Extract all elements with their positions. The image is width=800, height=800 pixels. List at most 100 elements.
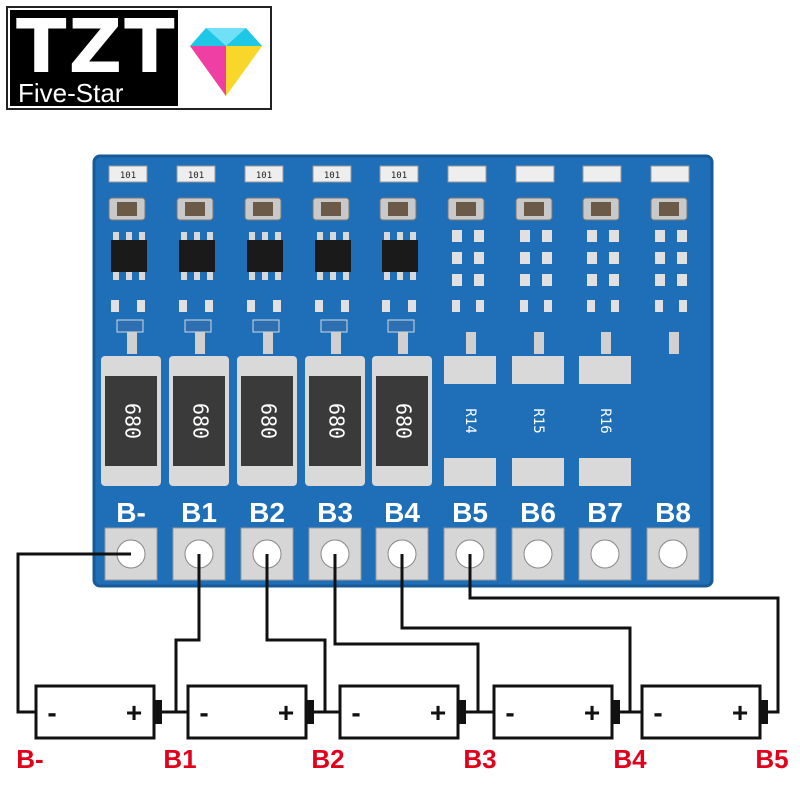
smd-resistor xyxy=(515,165,555,183)
pad-hole xyxy=(590,539,620,569)
small-pad xyxy=(341,300,349,312)
pad-label: B6 xyxy=(520,497,556,528)
ic-pin xyxy=(343,232,349,240)
pad-label: B3 xyxy=(317,497,353,528)
ic-pin xyxy=(330,272,336,280)
wire xyxy=(265,554,340,714)
small-pad xyxy=(273,300,281,312)
pad-label: B- xyxy=(116,497,146,528)
empty-resistor-label: R15 xyxy=(530,408,546,433)
diode xyxy=(320,319,348,333)
small-pad xyxy=(247,300,255,312)
smd-resistor-code: 101 xyxy=(391,171,407,181)
smd-resistor xyxy=(176,165,216,183)
small-pad xyxy=(677,230,687,242)
node-label: B4 xyxy=(613,744,647,774)
diamond-icon xyxy=(190,28,262,96)
small-pad xyxy=(587,274,597,286)
small-pad xyxy=(520,274,530,286)
capacitor-body xyxy=(185,202,205,216)
logo-title: TZT xyxy=(16,4,177,90)
logo-subtitle: Five-Star xyxy=(18,78,124,108)
pad-label: B1 xyxy=(181,497,217,528)
battery-terminal xyxy=(154,700,162,724)
capacitor-body xyxy=(591,202,611,216)
ic-pin xyxy=(330,232,336,240)
capacitor-body xyxy=(456,202,476,216)
diode xyxy=(184,319,212,333)
trace-pad xyxy=(127,332,137,354)
small-pad xyxy=(544,300,552,312)
smd-ic xyxy=(315,240,351,272)
small-pad xyxy=(452,274,462,286)
ic-pin xyxy=(410,272,416,280)
pad-label: B2 xyxy=(249,497,285,528)
empty-pad-top xyxy=(444,356,496,384)
diode xyxy=(252,319,280,333)
resistor-value: 680 xyxy=(121,403,145,439)
wire xyxy=(174,554,201,714)
ic-pin xyxy=(181,232,187,240)
plus-sign: + xyxy=(584,697,600,728)
small-pad xyxy=(408,300,416,312)
node-label: B5 xyxy=(755,744,788,774)
smd-ic xyxy=(382,240,418,272)
smd-resistor xyxy=(379,165,419,183)
ic-pin xyxy=(343,272,349,280)
small-pad xyxy=(520,252,530,264)
wire xyxy=(333,554,494,714)
plus-sign: + xyxy=(278,697,294,728)
battery-cell xyxy=(338,684,460,740)
ic-pin xyxy=(317,232,323,240)
ic-pin xyxy=(181,272,187,280)
capacitor-body xyxy=(659,202,679,216)
trace-pad xyxy=(263,332,273,354)
battery-cells: -+-+-+-+-+ xyxy=(34,684,768,740)
node-label: B3 xyxy=(463,744,496,774)
battery-terminal xyxy=(760,700,768,724)
small-pad xyxy=(587,252,597,264)
minus-sign: - xyxy=(653,697,662,728)
brand-logo: TZT Five-Star xyxy=(6,4,272,110)
battery-terminal xyxy=(458,700,466,724)
pad-hole xyxy=(523,539,553,569)
small-pad xyxy=(611,300,619,312)
node-label: B1 xyxy=(163,744,196,774)
wire xyxy=(468,554,780,714)
small-pad xyxy=(452,252,462,264)
ic-pin xyxy=(384,272,390,280)
ic-pin xyxy=(410,232,416,240)
small-pad xyxy=(452,230,462,242)
small-pad xyxy=(205,300,213,312)
battery-cell xyxy=(640,684,762,740)
trace-pad xyxy=(398,332,408,354)
pad-label: B8 xyxy=(655,497,691,528)
ic-pin xyxy=(207,232,213,240)
ic-pin xyxy=(249,232,255,240)
battery-terminal xyxy=(306,700,314,724)
pad-label: B4 xyxy=(384,497,420,528)
small-pad xyxy=(315,300,323,312)
smd-ic xyxy=(179,240,215,272)
empty-resistor-label: R16 xyxy=(597,408,613,433)
minus-sign: - xyxy=(351,697,360,728)
ic-pin xyxy=(275,232,281,240)
empty-pad-top xyxy=(512,356,564,384)
smd-resistor-code: 101 xyxy=(256,171,272,181)
resistor-value: 680 xyxy=(257,403,281,439)
trace-pad xyxy=(669,332,679,354)
smd-resistor xyxy=(244,165,284,183)
ic-pin xyxy=(384,232,390,240)
ic-pin xyxy=(249,272,255,280)
trace-pad xyxy=(601,332,611,354)
empty-pad-bottom xyxy=(579,458,631,486)
smd-ic xyxy=(111,240,147,272)
plus-sign: + xyxy=(126,697,142,728)
plus-sign: + xyxy=(430,697,446,728)
small-pad xyxy=(677,274,687,286)
pad-hole xyxy=(658,539,688,569)
ic-pin xyxy=(397,232,403,240)
